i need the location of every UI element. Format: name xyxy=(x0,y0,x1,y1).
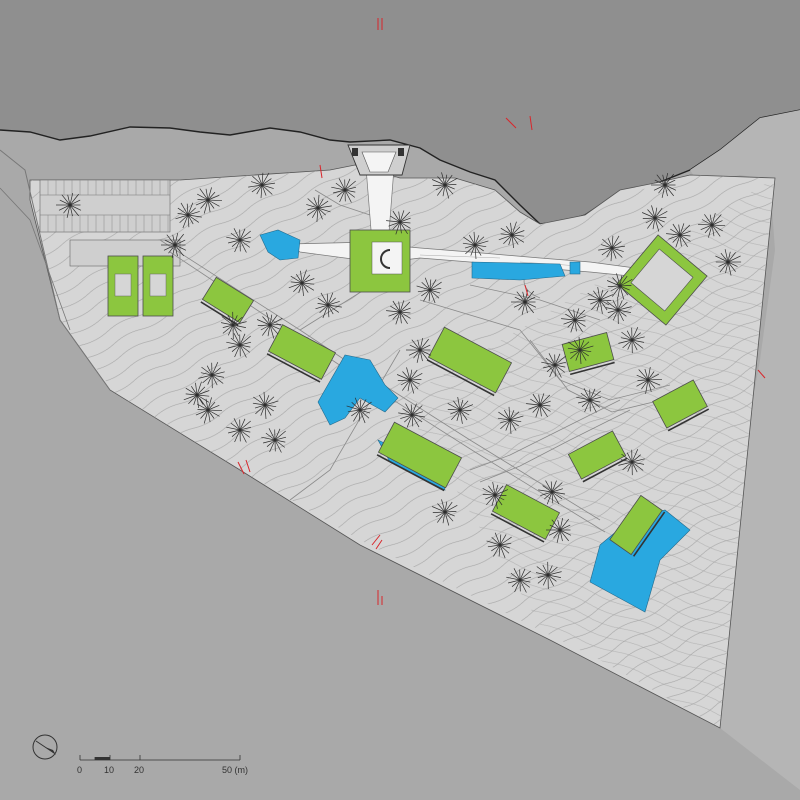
unit-terrace xyxy=(376,454,445,492)
palm-tree-icon xyxy=(598,235,626,262)
palm-tree-icon xyxy=(605,296,632,325)
residential-unit xyxy=(567,430,627,480)
palm-tree-icon xyxy=(161,233,187,258)
unit-terrace xyxy=(582,457,628,483)
scale-tick-10: 10 xyxy=(104,765,114,775)
palm-tree-icon xyxy=(497,406,524,435)
palm-tree-icon xyxy=(715,249,742,276)
palm-tree-icon xyxy=(618,449,645,476)
unit-terrace xyxy=(200,301,239,326)
residential-unit xyxy=(201,276,255,324)
palm-tree-icon xyxy=(256,312,283,339)
palm-trees xyxy=(56,172,742,593)
palm-tree-icon xyxy=(576,388,602,413)
sports-courts xyxy=(107,255,174,317)
access-road xyxy=(0,149,111,391)
unit-terrace xyxy=(667,408,710,432)
residential-unit xyxy=(267,324,337,380)
palm-tree-icon xyxy=(666,223,691,248)
scale-tick-50: 50 (m) xyxy=(222,765,248,775)
palm-tree-icon xyxy=(538,480,566,505)
unit-terrace xyxy=(426,359,495,397)
scale-tick-0: 0 xyxy=(77,765,82,775)
residential-unit xyxy=(377,421,463,489)
palm-tree-icon xyxy=(386,210,411,235)
palm-tree-icon xyxy=(535,561,562,590)
palm-tree-icon xyxy=(261,428,287,453)
palm-tree-icon xyxy=(498,221,525,249)
pool-central xyxy=(317,354,399,426)
palm-tree-icon xyxy=(606,273,633,300)
scale-tick-20: 20 xyxy=(134,765,144,775)
square-pavilion xyxy=(616,234,708,326)
palm-tree-icon xyxy=(431,172,458,199)
sea-area xyxy=(0,0,800,224)
palm-tree-icon xyxy=(431,499,458,526)
palm-tree-icon xyxy=(56,193,82,218)
palm-tree-icon xyxy=(315,292,342,319)
palm-tree-icon xyxy=(486,532,512,559)
palm-tree-icon xyxy=(541,353,567,378)
palm-tree-icon xyxy=(636,367,663,394)
access-road-edge xyxy=(0,187,71,331)
palm-tree-icon xyxy=(195,397,223,424)
palm-tree-icon xyxy=(306,194,332,223)
palm-tree-icon xyxy=(416,277,442,304)
palm-tree-icon xyxy=(288,269,315,297)
palm-tree-icon xyxy=(526,393,551,418)
palm-tree-icon xyxy=(226,418,252,443)
unit-terrace xyxy=(266,353,321,383)
unit-terrace xyxy=(490,513,545,543)
palm-tree-icon xyxy=(183,381,210,409)
residential-units xyxy=(200,276,710,557)
unit-terrace xyxy=(569,361,615,376)
palm-tree-icon xyxy=(447,397,474,424)
pool-promenade-small xyxy=(569,261,581,275)
residential-unit xyxy=(609,494,663,556)
palm-tree-icon xyxy=(220,311,247,340)
palm-tree-icon xyxy=(482,482,509,509)
palm-tree-icon xyxy=(511,290,537,315)
palm-tree-icon xyxy=(506,568,532,593)
clubhouse xyxy=(349,229,411,293)
palm-tree-icon xyxy=(406,338,432,363)
palm-tree-icon xyxy=(226,333,252,358)
pool-northwest xyxy=(259,229,301,261)
section-markers xyxy=(237,18,766,605)
palm-tree-icon xyxy=(396,367,423,394)
palm-tree-icon xyxy=(462,231,489,260)
lookout-pier xyxy=(347,144,411,176)
palm-tree-icon xyxy=(195,187,223,214)
palm-tree-icon xyxy=(651,173,677,198)
residential-unit xyxy=(652,379,708,429)
residential-unit xyxy=(427,326,513,394)
parking-lot xyxy=(39,179,181,267)
residential-unit xyxy=(561,332,615,372)
palm-tree-icon xyxy=(618,327,645,354)
palm-tree-icon xyxy=(386,300,411,325)
palm-tree-icon xyxy=(546,518,572,543)
palm-tree-icon xyxy=(641,205,668,232)
palm-tree-icon xyxy=(567,336,594,365)
palm-tree-icon xyxy=(175,202,202,229)
palm-tree-icon xyxy=(331,178,357,203)
palm-tree-icon xyxy=(226,228,252,253)
palm-tree-icon xyxy=(248,172,276,199)
palm-tree-icon xyxy=(697,213,726,238)
unit-terrace xyxy=(632,511,666,557)
scale-bar: 0 10 20 50 (m) xyxy=(77,755,248,775)
palm-tree-icon xyxy=(346,397,372,424)
palm-tree-icon xyxy=(398,403,426,428)
palm-tree-icon xyxy=(587,287,614,314)
pool-promenade xyxy=(471,261,566,281)
palm-tree-icon xyxy=(561,308,586,333)
palm-tree-icon xyxy=(198,362,225,389)
north-arrow-icon xyxy=(32,734,58,760)
palm-tree-icon xyxy=(252,391,279,420)
